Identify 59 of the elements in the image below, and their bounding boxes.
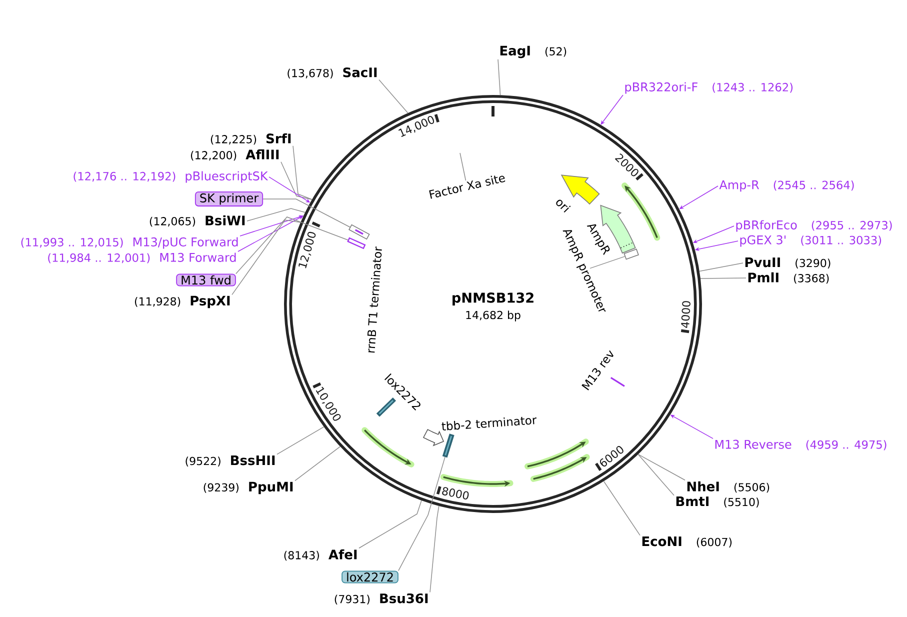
feature-label-box: lox2272 [342,570,398,584]
leader-line [460,152,466,181]
site-label: PmlI (3368) [748,272,829,284]
plasmid-size: 14,682 bp [466,310,520,322]
site-label: (9522) BssHII [186,456,275,466]
feature-box [348,224,370,240]
site-label: (9239) PpuMI [204,482,293,494]
primer-label: (12,176 .. 12,192) pBluescriptSK [74,171,268,183]
site-label: (8143) AfeI [284,549,357,561]
site-label: (12,225) SrfI [210,133,291,145]
site-label: (7931) Bsu36I [334,593,428,605]
leader-line [262,198,350,228]
leader-line [498,58,501,96]
primer-label: pBRforEco (2955 .. 2973) [736,220,892,232]
leader-line [700,278,746,279]
feature-label: rrnB T1 terminator [367,246,382,353]
site-label: BmtI (5510) [676,496,759,508]
leader-line [358,500,422,548]
feature-box [624,248,639,260]
tick-label: 8000 [442,487,469,500]
primer-label: (11,993 .. 12,015) M13/pUC Forward [21,237,238,249]
primer-label: Amp-R (2545 .. 2564) [719,180,854,192]
leader-line [638,454,686,480]
leader-line [294,446,341,482]
site-label: PvuII (3290) [745,258,830,268]
leader-line [699,262,744,272]
feature-label: tbb-2 terminator [442,416,536,430]
leader-line [246,208,306,222]
tick-label: 12,000 [298,232,316,268]
leader-line [638,454,674,496]
leader-line [236,216,348,274]
primer-label: pBR322ori-F (1243 .. 1262) [625,82,793,94]
feature-label-box: SK primer [194,192,264,206]
site-label: (12,200) AflIII [190,149,279,161]
site-label: (12,065) BsiWI [150,215,245,227]
primer-label: M13 Reverse (4959 .. 4975) [715,440,886,450]
leader-line [276,426,324,455]
site-marker [442,434,454,458]
site-label: NheI (5506) [687,481,770,493]
leader-line [232,220,301,296]
feature-label-box: M13 fwd [176,274,236,286]
site-marker [347,237,366,250]
site-label: EagI (52) [500,46,566,58]
leader-line [590,256,626,269]
plasmid-name: pNMSB132 [452,292,534,306]
site-label: (13,678) SacII [288,67,377,79]
feature-label: ori [556,200,571,213]
leader-line [280,161,312,200]
site-label: EcoNI (6007) [642,536,732,548]
leader-line [430,506,440,593]
leader-line [398,456,446,572]
leader-line [378,79,408,114]
tick-label: 4000 [681,301,690,328]
primer-label: (11,984 .. 12,001) M13 Forward [48,252,236,264]
leader-line [603,480,640,536]
site-label: (11,928) PspXI [134,296,230,308]
leader-line [292,145,312,200]
primer-label: pGEX 3' (3011 .. 3033) [740,235,882,247]
feature-label: Factor Xa site [429,176,506,199]
